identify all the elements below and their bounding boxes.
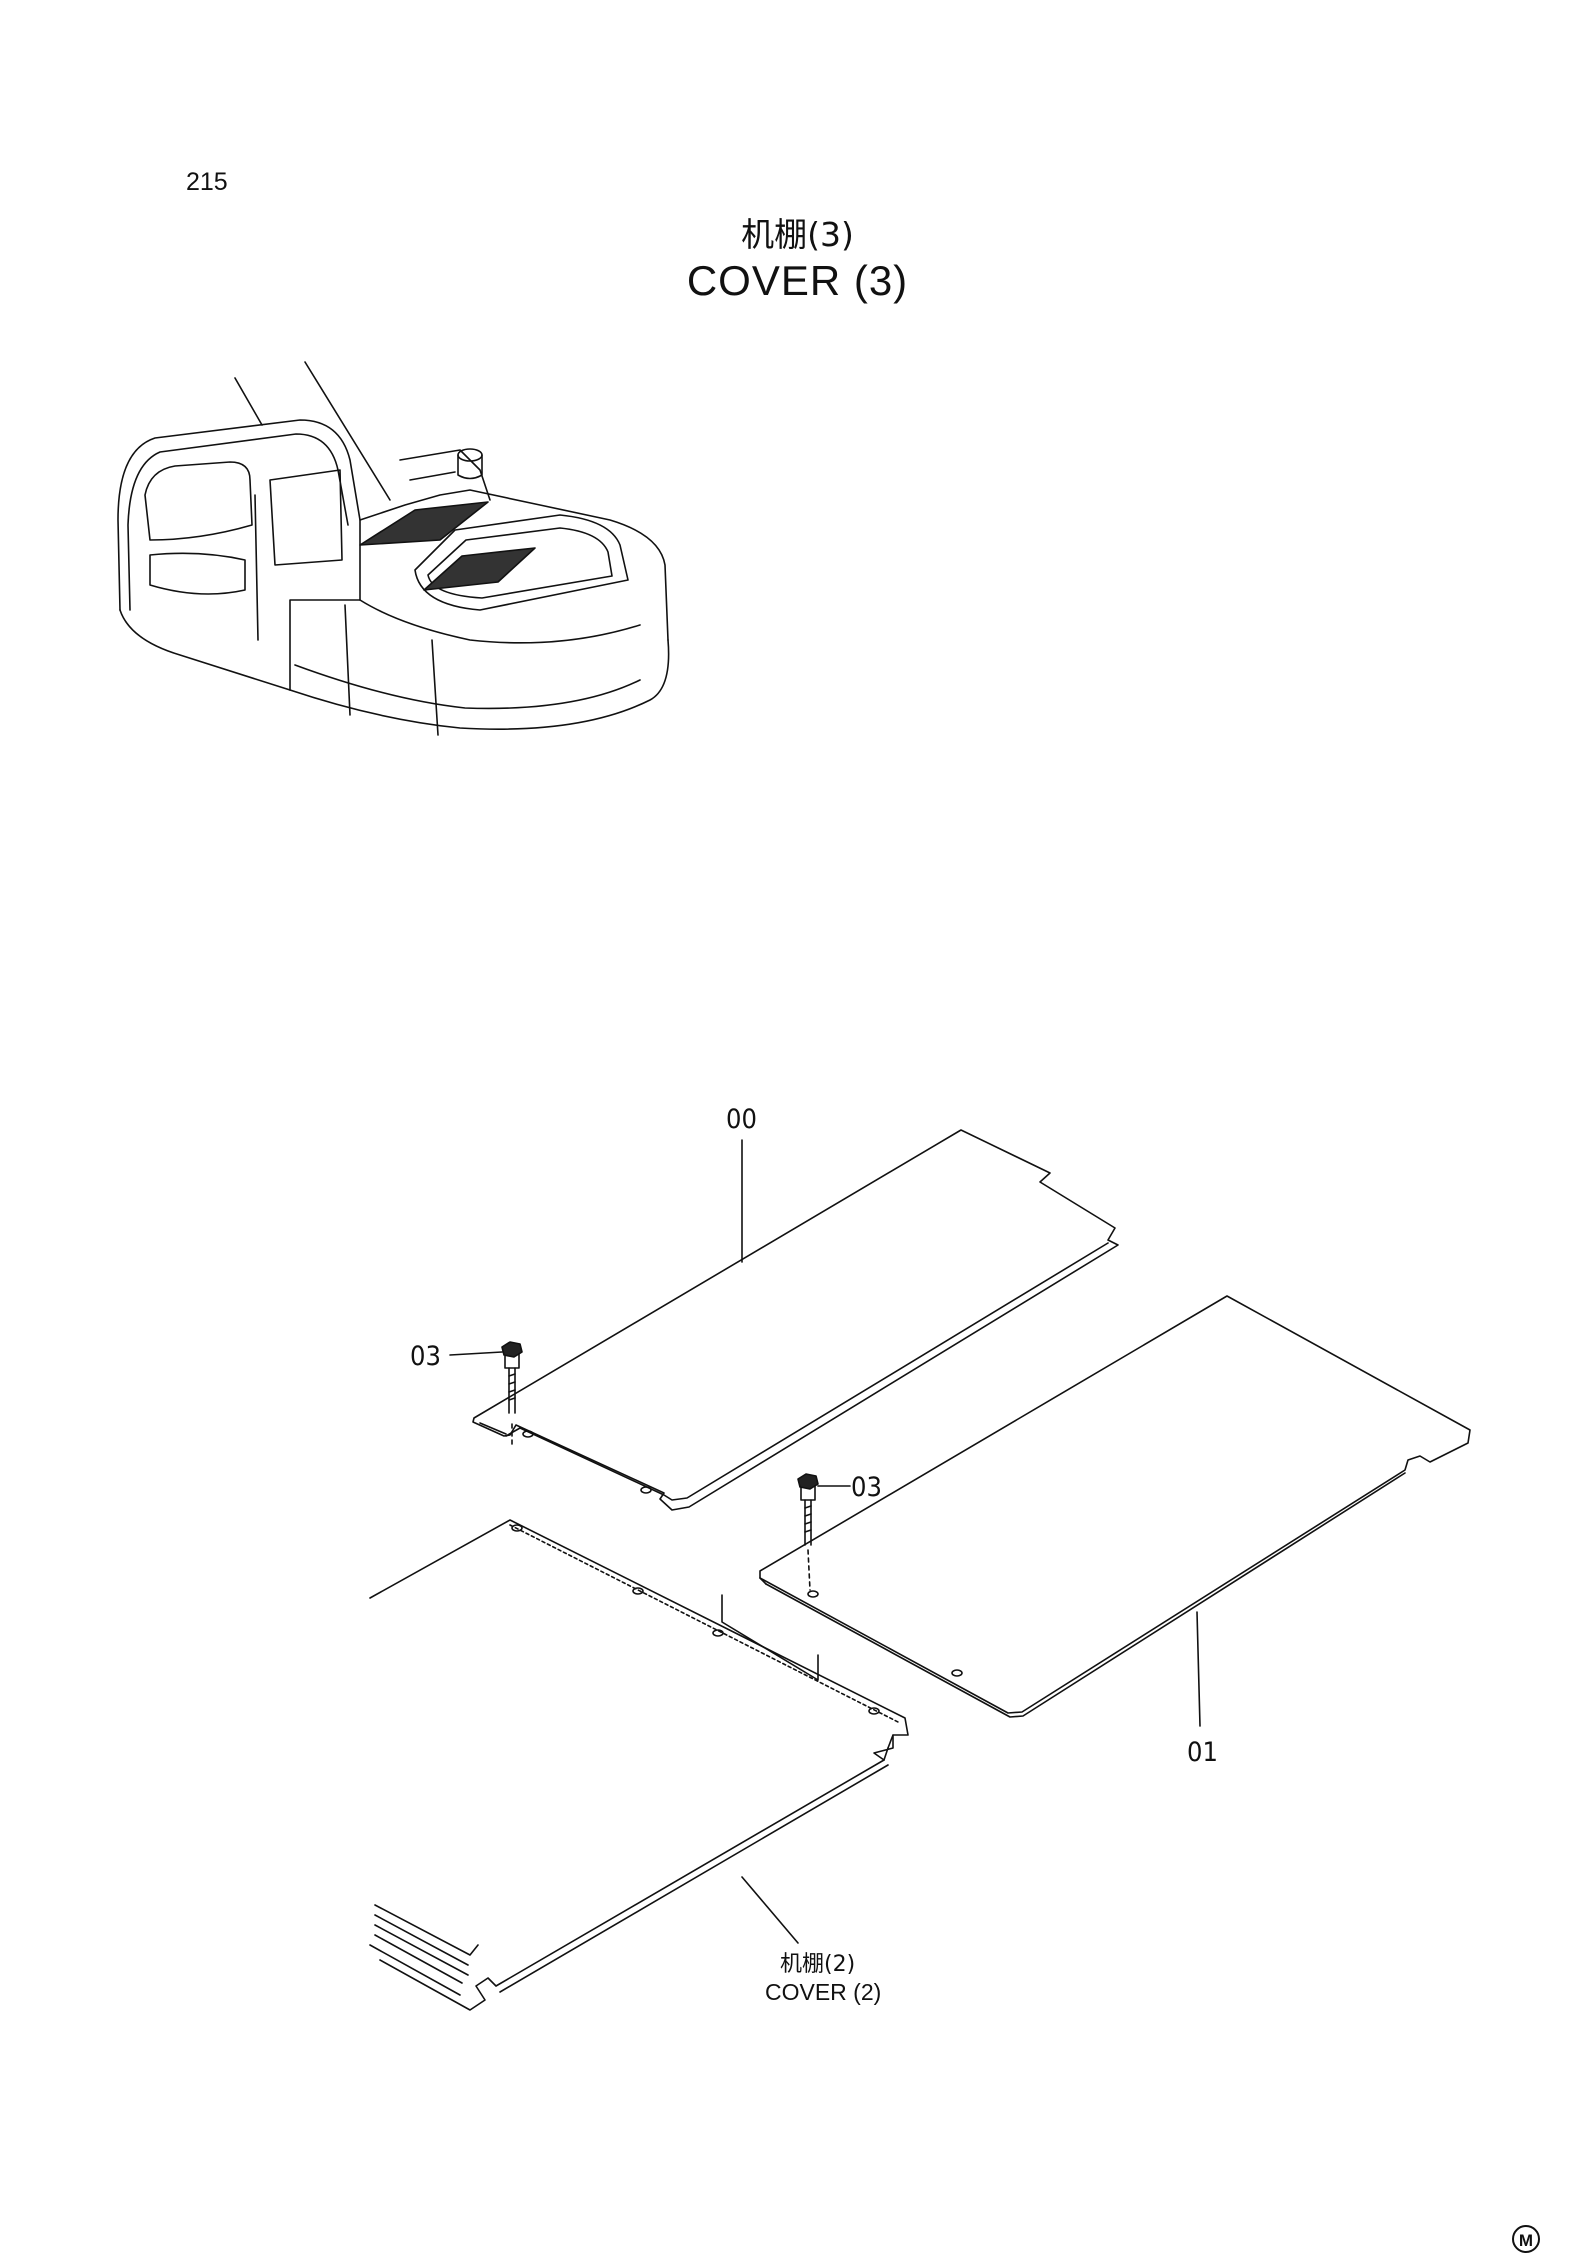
page-number: 215 <box>186 168 228 196</box>
cover-panel-01 <box>759 1295 1471 1727</box>
leader-line-01 <box>1196 1611 1201 1727</box>
callout-03-left: 03 <box>410 1341 441 1372</box>
bolt-icon-03-left <box>449 1341 523 1446</box>
leader-line-03-left <box>449 1351 503 1356</box>
page-title-en: COVER (3) <box>686 257 909 304</box>
callout-03-right: 03 <box>851 1472 882 1503</box>
page-title-cn: 机棚(3) <box>741 215 854 254</box>
corner-mark-icon: M <box>1512 2225 1540 2253</box>
bolt-icon-03-right <box>797 1473 851 1591</box>
callout-00: 00 <box>726 1104 757 1135</box>
reference-label-cn: 机棚(2) <box>780 1952 856 1977</box>
callout-01: 01 <box>1187 1737 1218 1768</box>
excavator-overview-illustration <box>117 361 670 736</box>
reference-label-en: COVER (2) <box>765 1979 882 2005</box>
cover-2-reference-panel <box>369 1519 909 2011</box>
cover-panel-00 <box>472 1129 1119 1511</box>
leader-line-cover-2 <box>741 1876 799 1944</box>
